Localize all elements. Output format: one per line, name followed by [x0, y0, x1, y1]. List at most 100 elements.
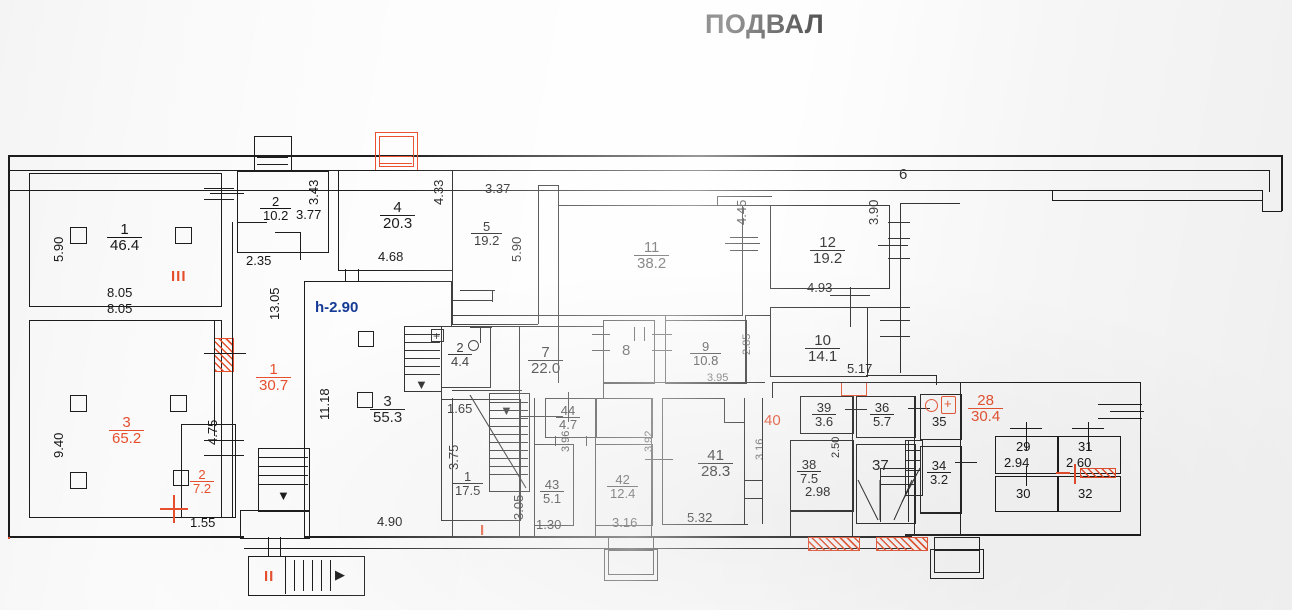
door-opening [204, 188, 234, 189]
door-opening [730, 250, 758, 251]
wall-room7-right [603, 326, 604, 398]
room-39-label: 39 3.6 [812, 401, 837, 429]
wall-corridor1-left [214, 320, 215, 425]
room-44-outline [545, 398, 597, 438]
wall-38-bottom [790, 510, 852, 511]
dim-5-90-a: 5.90 [51, 236, 66, 262]
door-opening [470, 327, 492, 328]
room-12-outline [770, 205, 890, 289]
wall-upper-right-left [900, 203, 901, 373]
room-31-number: 31 [1078, 439, 1093, 454]
door-opening [878, 245, 908, 246]
wall-seg [568, 392, 569, 422]
room-5-label: 5 19.2 [471, 220, 503, 248]
column-marker [70, 395, 87, 412]
room-2r-outline [181, 424, 236, 518]
door-opening [725, 243, 760, 244]
door-opening [210, 193, 244, 194]
dim-2-85: 2.85 [741, 333, 753, 355]
room-37-outline [856, 444, 916, 524]
door-opening [460, 290, 495, 291]
wall-room5-bottom [452, 324, 538, 325]
room-10-label: 10 14.1 [805, 333, 841, 365]
wall-corridor-right-b [1262, 190, 1263, 212]
room-42-upper-part [595, 398, 653, 438]
wall-room11-right [742, 205, 743, 315]
door-opening [652, 334, 672, 335]
door-opening [644, 327, 645, 341]
wall-seg [866, 307, 910, 308]
wall-outer-left [8, 155, 10, 537]
door-opening [730, 237, 758, 238]
room-10-outline [770, 307, 868, 377]
door-opening [592, 350, 610, 351]
new-opening [1056, 472, 1070, 474]
wall-34-bottom [920, 512, 960, 513]
wall-outer-top [8, 155, 1283, 157]
wall-room41-left [662, 398, 663, 524]
column-marker [357, 392, 373, 408]
room-36-label: 36 5.7 [870, 401, 895, 429]
wall-room7-bottom [519, 416, 563, 417]
stair-diagonal-line [469, 394, 527, 489]
wall-bottom-outer [452, 548, 912, 549]
wall-seg [745, 315, 770, 316]
room-12-label: 12 19.2 [810, 235, 846, 267]
new-wall-hatch-placeholder [8, 537, 10, 539]
room-3b-label: 3 55.3 [370, 394, 406, 426]
door-opening [888, 238, 910, 239]
wall-seg [558, 326, 603, 327]
wall-seg [936, 375, 937, 385]
wall-corridor-step [1052, 200, 1262, 201]
dim-4-93: 4.93 [807, 280, 833, 295]
door-opening [888, 222, 910, 223]
wall-seg [724, 398, 725, 422]
entrance-vestibule [254, 136, 292, 172]
door-opening [1026, 466, 1027, 486]
dim-2-98: 2.98 [805, 484, 831, 499]
wall-seg [538, 185, 558, 186]
dim-4-75: 4.75 [205, 419, 220, 445]
stair-direction-arrow: ▼ [277, 488, 290, 503]
wall-mid-vertical [452, 398, 453, 536]
wall-seg [744, 498, 762, 499]
fixture-box-icon [431, 329, 444, 342]
door-opening [888, 258, 910, 259]
room-1b-outline [441, 399, 521, 521]
wall-corridor-right-cap [1262, 211, 1282, 212]
dim-11-18: 11.18 [317, 388, 332, 420]
room-label-8: 8 [622, 342, 631, 359]
room-2t-label: 2 10.2 [260, 195, 292, 223]
toilet-fixture-icon [941, 396, 956, 414]
wall-seg [345, 269, 346, 281]
wall-38-left [790, 440, 791, 536]
marker-III: III [171, 268, 187, 285]
room-38-label: 38 7.5 [797, 458, 822, 486]
wall-43-left [534, 398, 535, 536]
dim-1-30: 1.30 [536, 517, 562, 532]
room-9-label: 9 10.8 [690, 340, 722, 368]
room-35-outline [920, 394, 962, 440]
wall-seg [237, 222, 267, 223]
dim-4-68: 4.68 [378, 249, 404, 264]
entrance-bottom-41-inner [608, 549, 654, 575]
wall-bottom-main [452, 536, 912, 538]
room-44-label: 44 4.7 [556, 404, 581, 432]
wall-seg [275, 232, 301, 233]
wall-42-right [651, 398, 652, 536]
new-wall-hatch [876, 537, 928, 551]
entrance-bottom [934, 537, 980, 551]
room-label-30: 30 [1016, 486, 1031, 501]
room-29-outline [995, 436, 1059, 474]
wall-right-block-top [930, 382, 1140, 383]
new-wall-hatch [808, 537, 860, 551]
stair-direction-arrow: ▼ [415, 377, 428, 392]
door-opening [908, 408, 930, 409]
toilet-fixture-icon [468, 340, 479, 351]
room-42-label: 42 12.4 [607, 473, 639, 501]
room-2b-label: 2 4.4 [448, 341, 473, 369]
stair-small-diagonal [901, 467, 921, 503]
new-wall-hatch [214, 338, 234, 372]
column-marker [175, 227, 192, 244]
